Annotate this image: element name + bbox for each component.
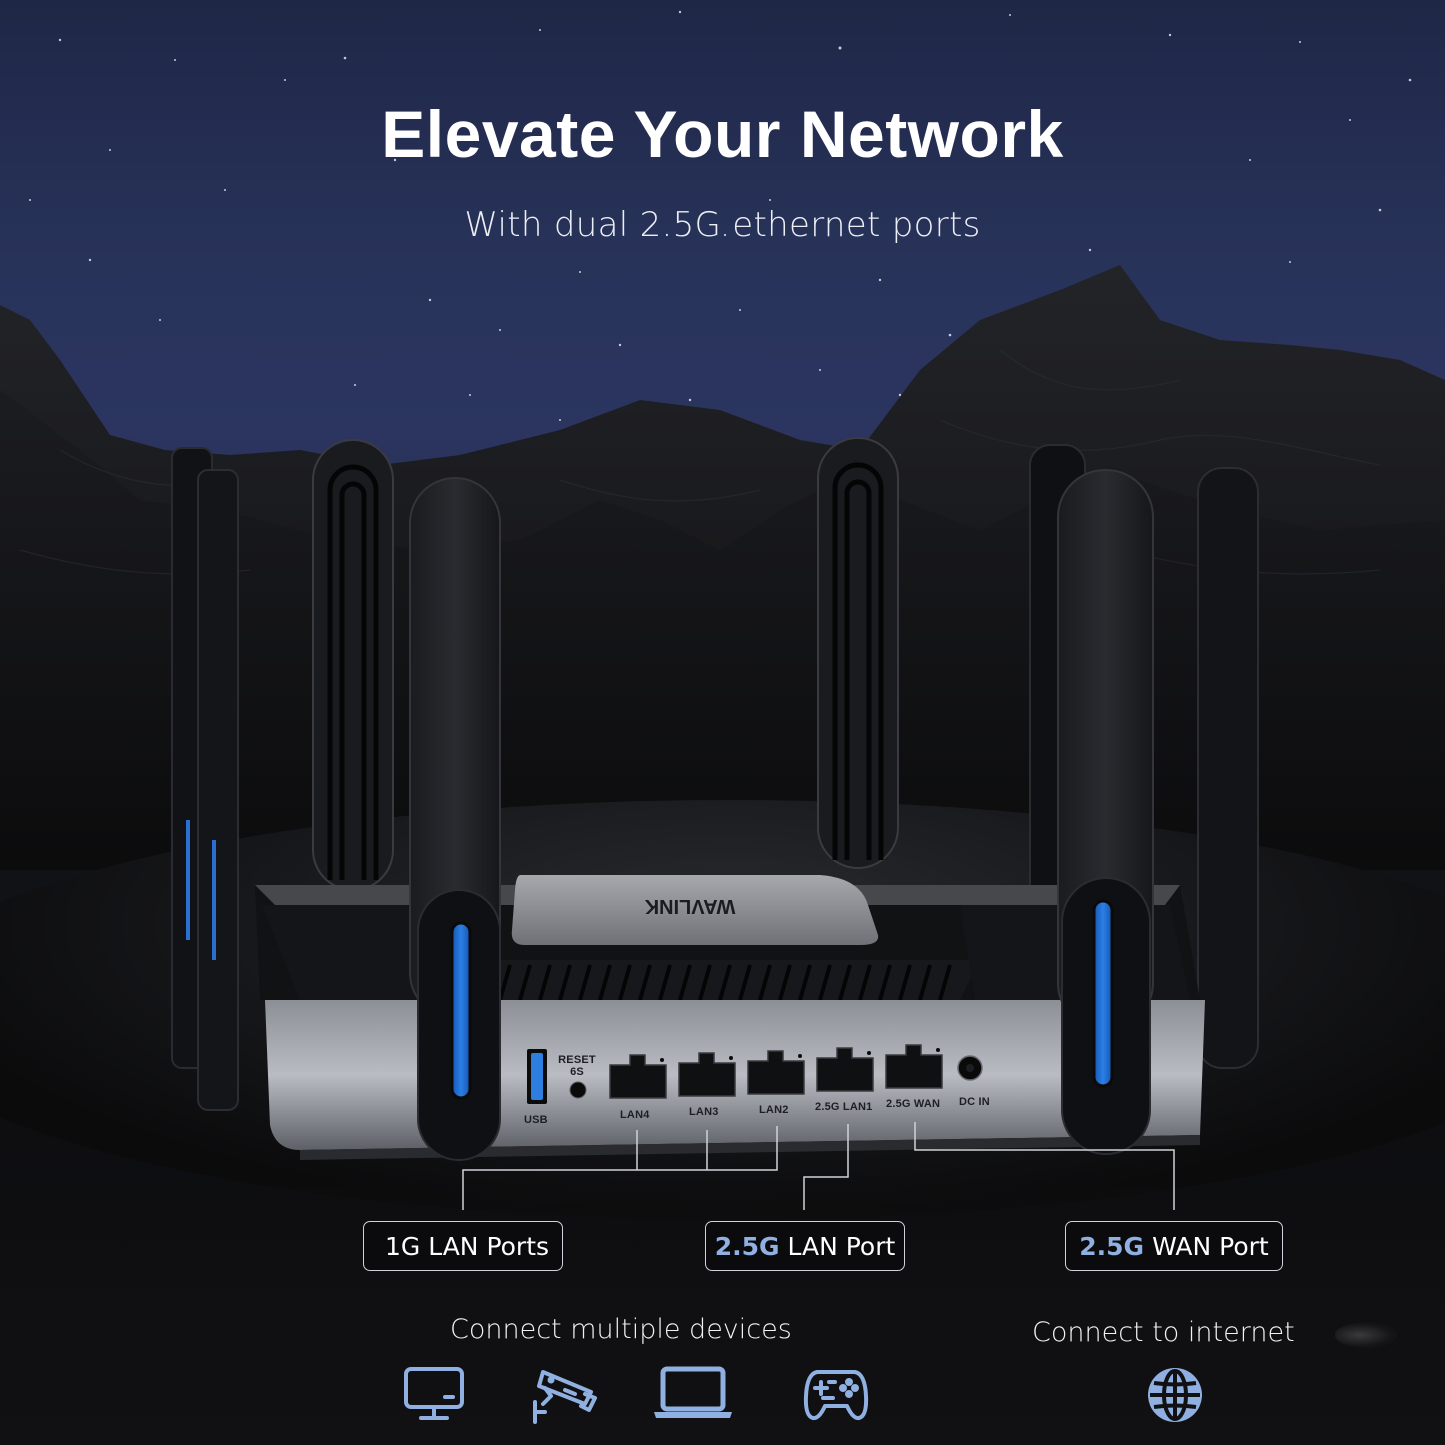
devices-section-title: Connect multiple devices (450, 1314, 792, 1345)
port-label-dc-in: DC IN (959, 1096, 990, 1108)
callout-2-5g-wan-port: 2.5G WAN Port (1065, 1221, 1283, 1271)
callout-highlight: 2.5G (1079, 1231, 1145, 1261)
monitor-icon (403, 1366, 465, 1422)
callout-1g-lan-ports: 1G LAN Ports (363, 1221, 563, 1271)
port-label-reset: RESET 6S (556, 1054, 598, 1078)
page-title: Elevate Your Network (381, 97, 1064, 171)
port-label-lan3: LAN3 (689, 1106, 719, 1118)
internet-section-title: Connect to internet (1032, 1317, 1295, 1348)
port-label-lan4: LAN4 (620, 1109, 650, 1121)
security-camera-icon (531, 1366, 597, 1424)
port-label-2-5g-lan1: 2.5G LAN1 (815, 1101, 873, 1113)
page-subtitle: With dual 2.5G ethernet ports (464, 205, 981, 245)
rock-decoration (1335, 1322, 1397, 1348)
callout-text: LAN Port (787, 1231, 896, 1261)
reset-label-line2: 6S (570, 1066, 584, 1078)
callout-text: WAN Port (1152, 1231, 1269, 1261)
callout-highlight: 2.5G (714, 1231, 780, 1261)
globe-icon (1146, 1366, 1204, 1424)
callout-text: 1G LAN Ports (384, 1231, 550, 1261)
port-label-2-5g-wan: 2.5G WAN (886, 1098, 941, 1110)
laptop-icon (652, 1366, 734, 1420)
reset-label-line1: RESET (558, 1054, 596, 1066)
port-label-lan2: LAN2 (759, 1104, 789, 1116)
port-label-usb: USB (524, 1114, 548, 1126)
callout-2-5g-lan-port: 2.5G LAN Port (705, 1221, 905, 1271)
gamepad-icon (803, 1366, 869, 1422)
brand-logo: WAVLINK (644, 895, 735, 917)
